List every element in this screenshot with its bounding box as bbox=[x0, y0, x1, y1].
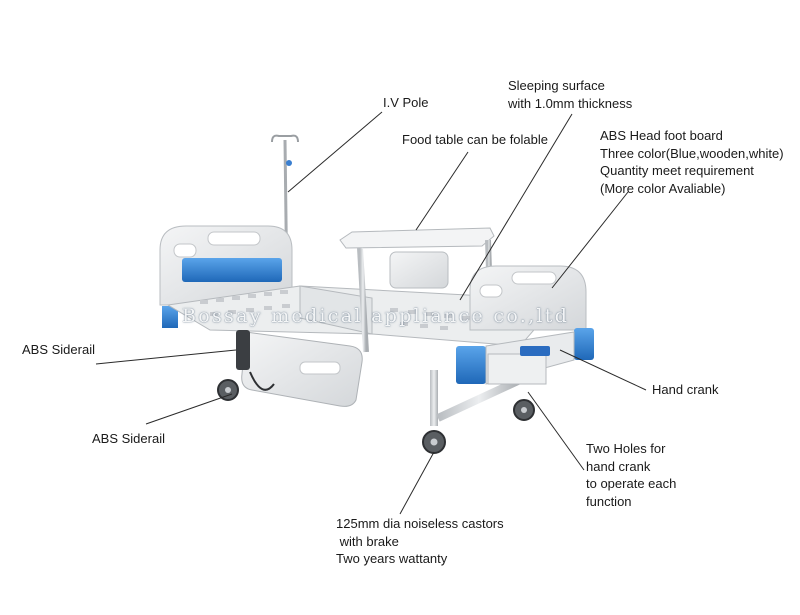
label-line: ABS Head foot board bbox=[600, 128, 723, 143]
siderail-front bbox=[236, 330, 363, 407]
leader-two-holes bbox=[527, 391, 585, 471]
head-board bbox=[159, 225, 293, 328]
label-siderail-1: ABS Siderail bbox=[22, 341, 95, 359]
leader-castors bbox=[399, 451, 435, 515]
label-two-holes: Two Holes for hand crank to operate each… bbox=[586, 440, 676, 510]
leader-iv-pole bbox=[287, 111, 383, 193]
label-line: Quantity meet requirement bbox=[600, 163, 754, 178]
label-line: ABS Siderail bbox=[22, 342, 95, 357]
label-sleeping-surface: Sleeping surface with 1.0mm thickness bbox=[508, 77, 632, 112]
leader-sleeping-surface bbox=[459, 113, 573, 301]
label-line: hand crank bbox=[586, 458, 651, 474]
label-hand-crank: Hand crank bbox=[652, 381, 718, 399]
label-iv-pole: I.V Pole bbox=[383, 94, 429, 112]
leader-siderail-1 bbox=[95, 349, 237, 365]
label-line: Food table can be folable bbox=[402, 132, 548, 147]
label-line: Sleeping surface bbox=[508, 78, 605, 93]
label-line: Two years wattanty bbox=[336, 551, 448, 566]
label-head-foot-board: ABS Head foot board Three color(Blue,woo… bbox=[600, 127, 784, 197]
bed-frame bbox=[430, 346, 550, 426]
label-castors: 125mm dia noiseless castors with brake T… bbox=[336, 515, 504, 568]
label-line: ABS Siderail bbox=[92, 431, 165, 446]
label-line: with 1.0mm thickness bbox=[508, 95, 633, 111]
label-line: function bbox=[586, 493, 632, 509]
leader-siderail-2 bbox=[145, 393, 233, 425]
leader-lines bbox=[95, 111, 647, 515]
label-food-table: Food table can be folable bbox=[402, 131, 548, 149]
leader-food-table bbox=[415, 151, 469, 231]
label-line: Hand crank bbox=[652, 382, 719, 397]
watermark: Bossay medical appliance co.,ltd bbox=[182, 305, 570, 327]
label-line: to operate each bbox=[586, 476, 677, 491]
label-line: I.V Pole bbox=[383, 95, 429, 110]
castor-wheels bbox=[217, 379, 535, 454]
label-line: with brake bbox=[336, 533, 399, 549]
food-table bbox=[339, 227, 495, 353]
label-siderail-2: ABS Siderail bbox=[92, 430, 165, 448]
leader-head-foot-board bbox=[551, 191, 629, 289]
leader-hand-crank bbox=[559, 349, 647, 391]
label-line: (More color Avaliable) bbox=[600, 180, 726, 196]
label-line: 125mm dia noiseless castors bbox=[336, 516, 504, 531]
label-line: Two Holes for bbox=[586, 441, 666, 456]
label-line: Three color(Blue,wooden,white) bbox=[600, 145, 784, 161]
